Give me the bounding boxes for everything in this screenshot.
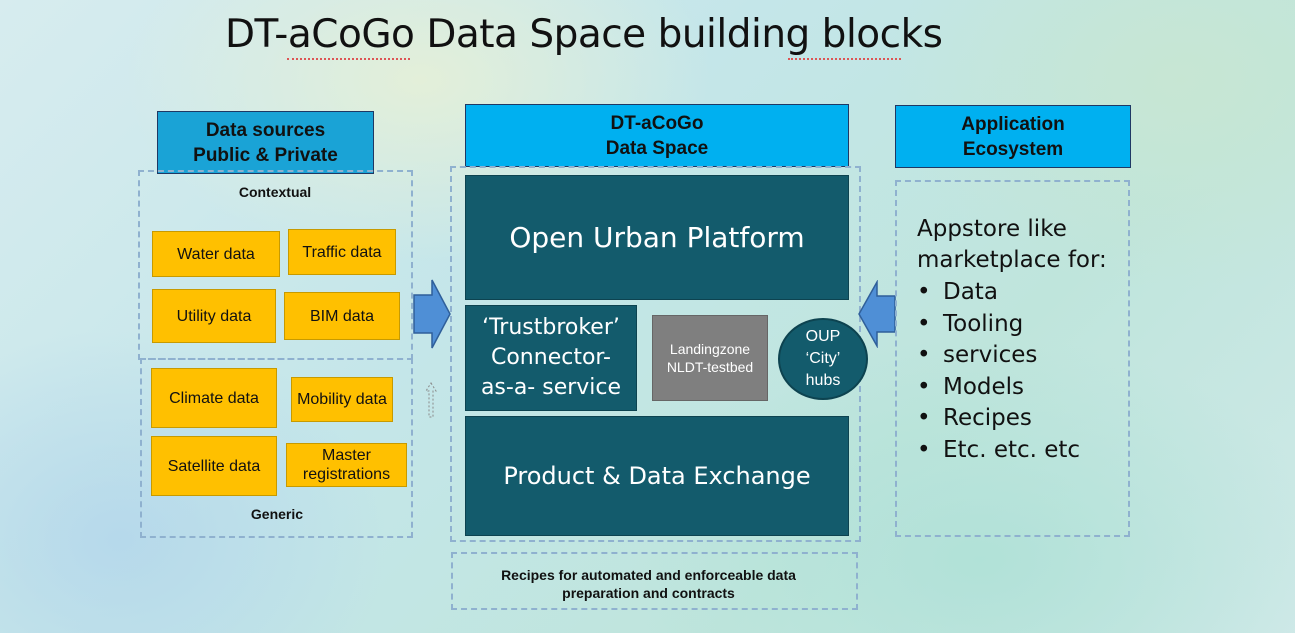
recipes-group	[451, 552, 858, 610]
landingzone-line2: NLDT-testbed	[666, 359, 754, 375]
list-item: Tooling	[917, 309, 1080, 341]
oup-city-hubs-circle: OUP ‘City’ hubs	[778, 318, 868, 400]
trustbroker-box: ‘Trustbroker’ Connector- as-a- service	[465, 305, 637, 411]
traffic-data-box: Traffic data	[288, 229, 396, 275]
right-arrow-icon	[413, 279, 451, 349]
open-urban-platform-box: Open Urban Platform	[465, 175, 849, 300]
trustbroker-line2: Connector-	[490, 345, 611, 370]
dotted-up-arrow-icon	[425, 382, 437, 418]
master-registrations-line1: Master	[322, 447, 371, 464]
application-ecosystem-group	[895, 180, 1130, 537]
application-ecosystem-header: Application Ecosystem	[895, 105, 1131, 168]
page-title: DT-aCoGo Data Space building blocks	[225, 12, 943, 57]
appstore-intro: Appstore like marketplace for:	[917, 214, 1107, 276]
recipes-line2: preparation and contracts	[562, 585, 735, 601]
satellite-data-box: Satellite data	[151, 436, 277, 496]
recipes-line1: Recipes for automated and enforceable da…	[501, 567, 796, 583]
data-space-header-line2: Data Space	[605, 137, 709, 159]
appstore-bullet-list: Data Tooling services Models Recipes Etc…	[917, 277, 1080, 466]
spellcheck-underline	[788, 56, 901, 60]
mobility-data-box: Mobility data	[291, 377, 393, 422]
list-item: services	[917, 340, 1080, 372]
list-item: Models	[917, 372, 1080, 404]
contextual-label: Contextual	[238, 184, 312, 200]
master-registrations-line2: registrations	[302, 466, 391, 483]
data-space-header: DT-aCoGo Data Space	[465, 104, 849, 167]
generic-label: Generic	[250, 506, 304, 522]
list-item: Recipes	[917, 403, 1080, 435]
spellcheck-underline	[287, 56, 410, 60]
oup-line3: hubs	[805, 372, 841, 389]
bim-data-box: BIM data	[284, 292, 400, 340]
recipes-text: Recipes for automated and enforceable da…	[455, 566, 842, 602]
list-item: Data	[917, 277, 1080, 309]
data-space-header-line1: DT-aCoGo	[610, 112, 704, 134]
oup-line1: OUP	[805, 328, 841, 345]
left-arrow-icon	[858, 280, 896, 348]
master-registrations-box: Master registrations	[286, 443, 407, 487]
climate-data-box: Climate data	[151, 368, 277, 428]
landingzone-line1: Landingzone	[669, 341, 751, 357]
trustbroker-line1: ‘Trustbroker’	[482, 315, 620, 340]
data-sources-header-line1: Data sources	[205, 119, 326, 141]
trustbroker-line3: as-a- service	[480, 375, 622, 400]
water-data-box: Water data	[152, 231, 280, 277]
application-header-line1: Application	[961, 113, 1065, 135]
product-data-exchange-box: Product & Data Exchange	[465, 416, 849, 536]
utility-data-box: Utility data	[152, 289, 276, 343]
appstore-intro-line2: marketplace for:	[917, 247, 1107, 273]
oup-line2: ‘City’	[805, 350, 841, 367]
application-header-line2: Ecosystem	[962, 138, 1064, 160]
generic-group	[140, 358, 413, 538]
landingzone-box: Landingzone NLDT-testbed	[652, 315, 768, 401]
list-item: Etc. etc. etc	[917, 435, 1080, 467]
data-sources-header-line2: Public & Private	[193, 144, 338, 166]
data-sources-header: Data sources Public & Private	[157, 111, 374, 174]
appstore-intro-line1: Appstore like	[917, 216, 1067, 242]
